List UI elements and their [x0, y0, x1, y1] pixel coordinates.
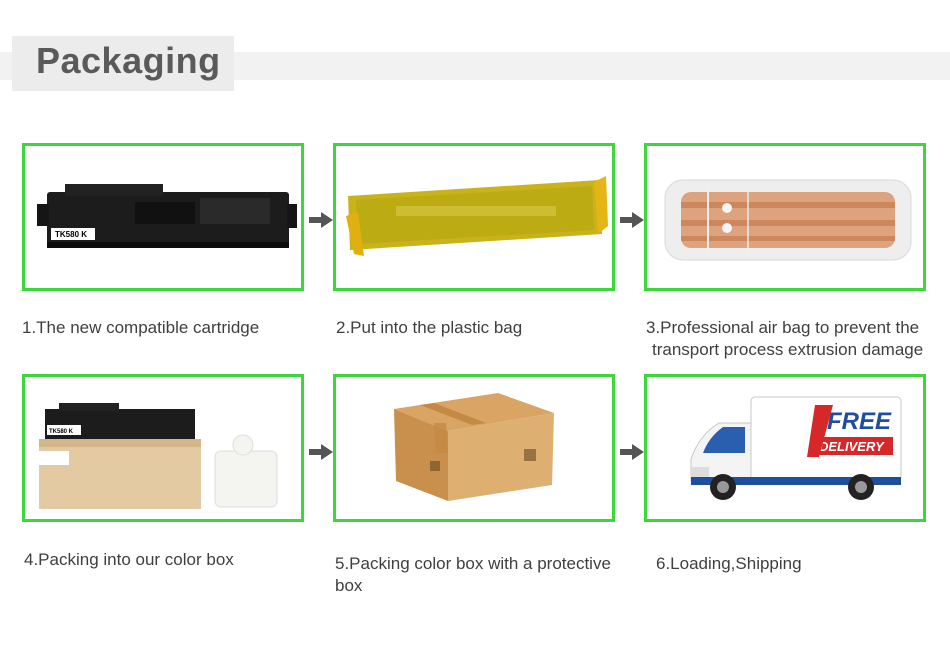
- step-2-caption: 2.Put into the plastic bag: [336, 318, 523, 337]
- step-5-panel: [333, 374, 615, 522]
- cartridge-label-text: TK580 K: [49, 429, 74, 435]
- page-title: Packaging: [36, 40, 221, 81]
- delivery-truck-image: FREE DELIVERY: [690, 396, 902, 500]
- shipping-box-image: [394, 393, 554, 501]
- plastic-bag-image: [346, 176, 608, 256]
- cartridge-label-text: TK580 K: [55, 230, 87, 239]
- step-3-caption-line2: transport process extrusion damage: [652, 340, 924, 359]
- step-4-caption: 4.Packing into our color box: [24, 550, 234, 569]
- free-sign-text: FREE: [827, 408, 892, 435]
- step-2-panel: [333, 143, 615, 291]
- header-tab: [12, 36, 234, 91]
- step-6-panel: FREE DELIVERY: [644, 374, 926, 522]
- toner-cartridge-image: TK580 K: [37, 184, 297, 248]
- cartridge-label: [51, 228, 95, 240]
- free-sign: [823, 407, 897, 433]
- step-5-caption-line2: box: [335, 576, 363, 595]
- arrow-right-icon: [620, 444, 644, 460]
- delivery-banner: [815, 437, 893, 455]
- step-5-caption-line1: 5.Packing color box with a protective: [335, 554, 611, 573]
- delivery-banner-text: DELIVERY: [819, 439, 885, 454]
- color-box-image: TK580 K: [39, 403, 278, 509]
- step-1-caption: 1.The new compatible cartridge: [22, 318, 260, 337]
- step-1-panel: TK580 K: [22, 143, 304, 291]
- step-4-panel: TK580 K: [22, 374, 304, 522]
- step-6-caption: 6.Loading,Shipping: [656, 554, 802, 573]
- step-3-caption-line1: 3.Professional air bag to prevent the: [646, 318, 920, 337]
- arrow-right-icon: [620, 212, 644, 228]
- air-bag-image: [664, 179, 912, 261]
- step-3-panel: [644, 143, 926, 291]
- arrow-right-icon: [309, 444, 333, 460]
- arrow-right-icon: [309, 212, 333, 228]
